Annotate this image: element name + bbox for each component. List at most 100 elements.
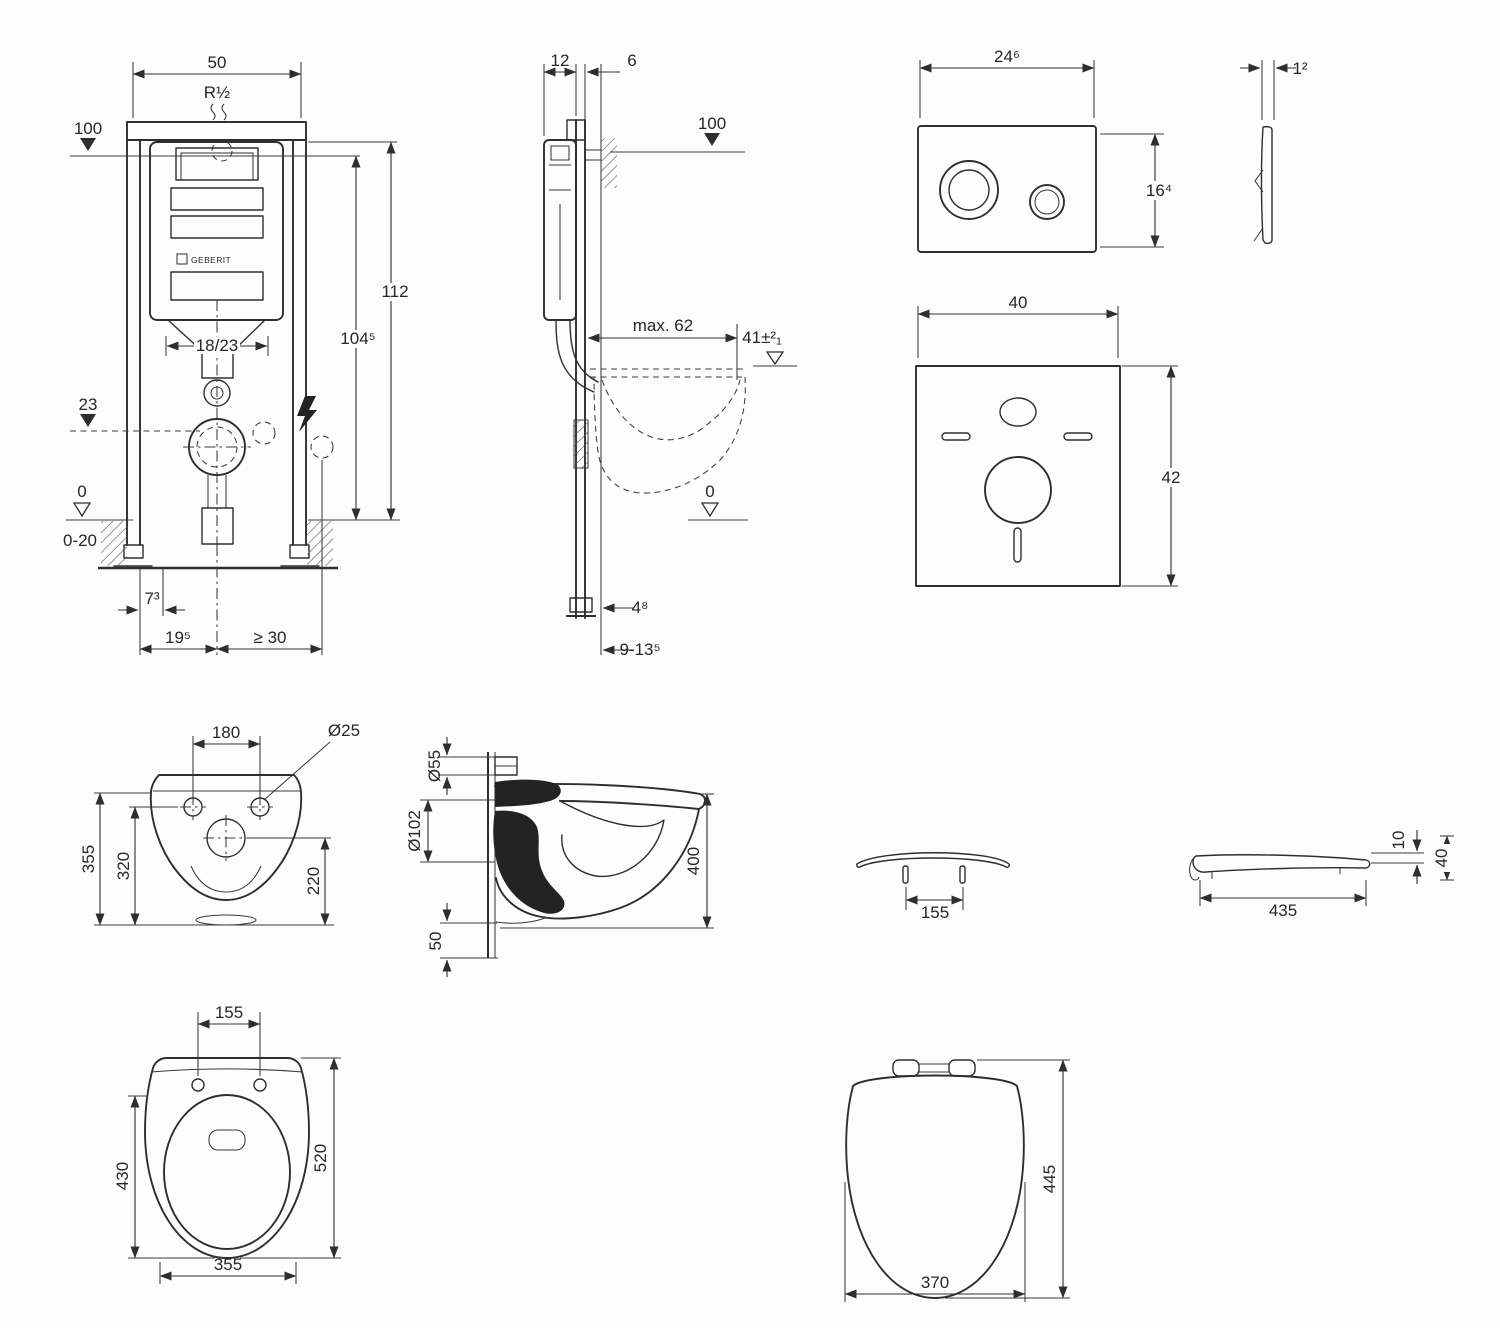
- floor-hatch-left: [101, 521, 127, 566]
- seat-hinge-pin-right: [959, 865, 966, 884]
- plate-profile: [1260, 125, 1273, 245]
- dim-rim-height: 41±²₁: [742, 328, 782, 347]
- dim-level-100-side: 100: [698, 114, 726, 133]
- drain-bend: [201, 507, 234, 545]
- dim-bowl-inner-length: 430: [113, 1162, 132, 1190]
- frame-side-view: 12 6 100 max. 62 41±²₁ 0: [543, 51, 797, 659]
- seat-hole-right: [253, 1078, 267, 1092]
- lid-hinge-hook: [1189, 855, 1200, 881]
- seat-top-outline: [845, 1074, 1025, 1299]
- seat-hole-left: [191, 1078, 205, 1092]
- dim-height-total: 112: [381, 282, 408, 301]
- flush-pipe: [555, 319, 595, 393]
- bowl-side-view: Ø55 Ø102 400 50: [405, 737, 714, 977]
- seat-top-view: 445 370: [844, 1059, 1070, 1302]
- dim-floor-depth: 9-13⁵: [619, 640, 660, 659]
- mat-slot-bottom: [1013, 527, 1022, 563]
- flush-plate-body: [917, 125, 1097, 253]
- dim-outlet-dia: Ø102: [405, 810, 424, 852]
- level-marker-0-side: [700, 502, 720, 518]
- floor-hatch-right: [307, 521, 333, 566]
- dim-hole-dia: Ø25: [328, 721, 360, 740]
- flush-plate-front: 24⁶ 16⁴: [917, 47, 1180, 253]
- bowl-basin: [559, 800, 665, 878]
- alt-outlet-1: [252, 421, 276, 445]
- trap-section-cut: [493, 810, 565, 914]
- bowl-front-view: 180 Ø25 355 320 220: [79, 721, 360, 926]
- lid-profile-view: 10 40 435: [1189, 830, 1456, 920]
- mat-cutout-circle: [984, 456, 1052, 524]
- wc-bracket: [573, 419, 589, 469]
- level-marker-23: [80, 414, 96, 427]
- level-marker-100: [80, 138, 96, 151]
- cistern-side: [543, 139, 577, 321]
- dim-bowl-depth: 400: [684, 847, 703, 875]
- dim-plate-thickness: 1²: [1292, 59, 1307, 78]
- dim-mat-height: 42: [1162, 468, 1181, 487]
- seat-hinge-pin-left: [902, 865, 909, 884]
- rim-level-marker: [765, 351, 785, 366]
- dim-wall-gap: 4⁸: [632, 598, 649, 617]
- dim-inlet-dia: Ø55: [425, 750, 444, 782]
- dim-level-23: 23: [79, 395, 98, 414]
- rim-section-cut: [495, 779, 561, 807]
- dim-floor-range: 0-20: [63, 531, 97, 550]
- dim-frame-width: 50: [208, 53, 227, 72]
- supply-connection: [211, 140, 233, 162]
- flush-button-large: [939, 160, 999, 220]
- dim-rail-depth: 12: [551, 51, 570, 70]
- lid-profile-outline: [1192, 854, 1371, 873]
- bowl-underside: [495, 808, 700, 920]
- dim-lid-length: 435: [1269, 901, 1297, 920]
- dim-foot-width: 7³: [144, 589, 159, 608]
- dim-height-flush: 104⁵: [340, 329, 375, 348]
- dim-seat-width: 370: [921, 1273, 949, 1292]
- dim-lid-height: 40: [1432, 849, 1451, 868]
- mat-body: [915, 365, 1121, 587]
- dim-outlet-offset: 18/23: [196, 336, 239, 355]
- water-supply-icon: [210, 103, 227, 121]
- dim-level-0: 0: [77, 482, 86, 501]
- flush-plate-side: 1²: [1240, 59, 1308, 245]
- dim-water-thread: R½: [204, 83, 230, 102]
- bowl-top-view: 155 430 520 355: [113, 1003, 341, 1284]
- level-marker-100-side: [704, 133, 720, 146]
- level-marker-0: [72, 502, 92, 518]
- dim-hinge-spacing: 155: [921, 903, 949, 922]
- alt-outlet-2: [310, 435, 334, 459]
- flush-button-small: [1029, 184, 1065, 220]
- dim-bowl-width: 355: [214, 1255, 242, 1274]
- dim-bowl-height-center: 220: [304, 867, 323, 895]
- mat-cutout-oval: [999, 397, 1037, 427]
- mat-slot-right: [1063, 432, 1093, 441]
- seat-profile-outline: [856, 852, 1010, 868]
- mat-slot-left: [941, 432, 971, 441]
- bowl-front-outline: [149, 774, 303, 901]
- dim-mat-width: 40: [1009, 293, 1028, 312]
- dim-bottom-offset: 50: [426, 932, 445, 951]
- dim-plate-height: 16⁴: [1146, 181, 1172, 200]
- dim-seat-length: 445: [1040, 1165, 1059, 1193]
- dim-bowl-height-total: 355: [79, 845, 98, 873]
- bowl-top-outline: [144, 1057, 310, 1259]
- cistern-body: [149, 141, 284, 321]
- dim-level-0-side: 0: [705, 482, 714, 501]
- sound-mat: 40 42: [915, 293, 1188, 587]
- flush-water-inlet: [208, 1129, 246, 1151]
- electrical-icon: [297, 396, 317, 432]
- frame-front-view: 50 R½ GEBERIT: [63, 53, 415, 655]
- dim-top-hole-spacing: 155: [215, 1003, 243, 1022]
- dim-gap: 6: [627, 51, 636, 70]
- frame-crossbar: [126, 121, 307, 141]
- wall-hatch: [601, 138, 617, 188]
- dim-level-100: 100: [74, 119, 102, 138]
- dim-max-depth: max. 62: [633, 316, 693, 335]
- brand-logo-mark: [176, 253, 188, 265]
- dim-hole-spacing: 180: [212, 723, 240, 742]
- bowl-inner-rim: [163, 1094, 291, 1250]
- seat-profile-view: 155: [856, 852, 1010, 922]
- dim-side-clearance: ≥ 30: [254, 628, 287, 647]
- dim-lid-thickness: 10: [1389, 831, 1408, 850]
